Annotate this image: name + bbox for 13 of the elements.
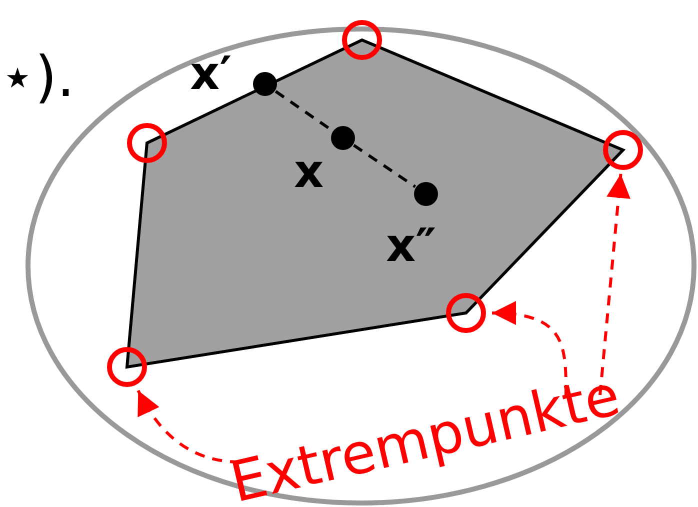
leader-arrow [598,174,630,396]
point-label: x″ [386,222,436,268]
text-fragment: ⋆). [0,50,75,106]
dashed-segment [352,144,416,188]
point-label: x [294,148,324,194]
point-dot [253,72,277,96]
extreme-point-marker [107,347,147,387]
extreme-point-marker [446,293,486,333]
extreme-point-marker [342,20,382,60]
point-label: x′ [190,50,232,96]
extreme-point-marker [603,130,643,170]
extreme-point-marker [127,123,167,163]
leader-arrow [492,302,568,395]
